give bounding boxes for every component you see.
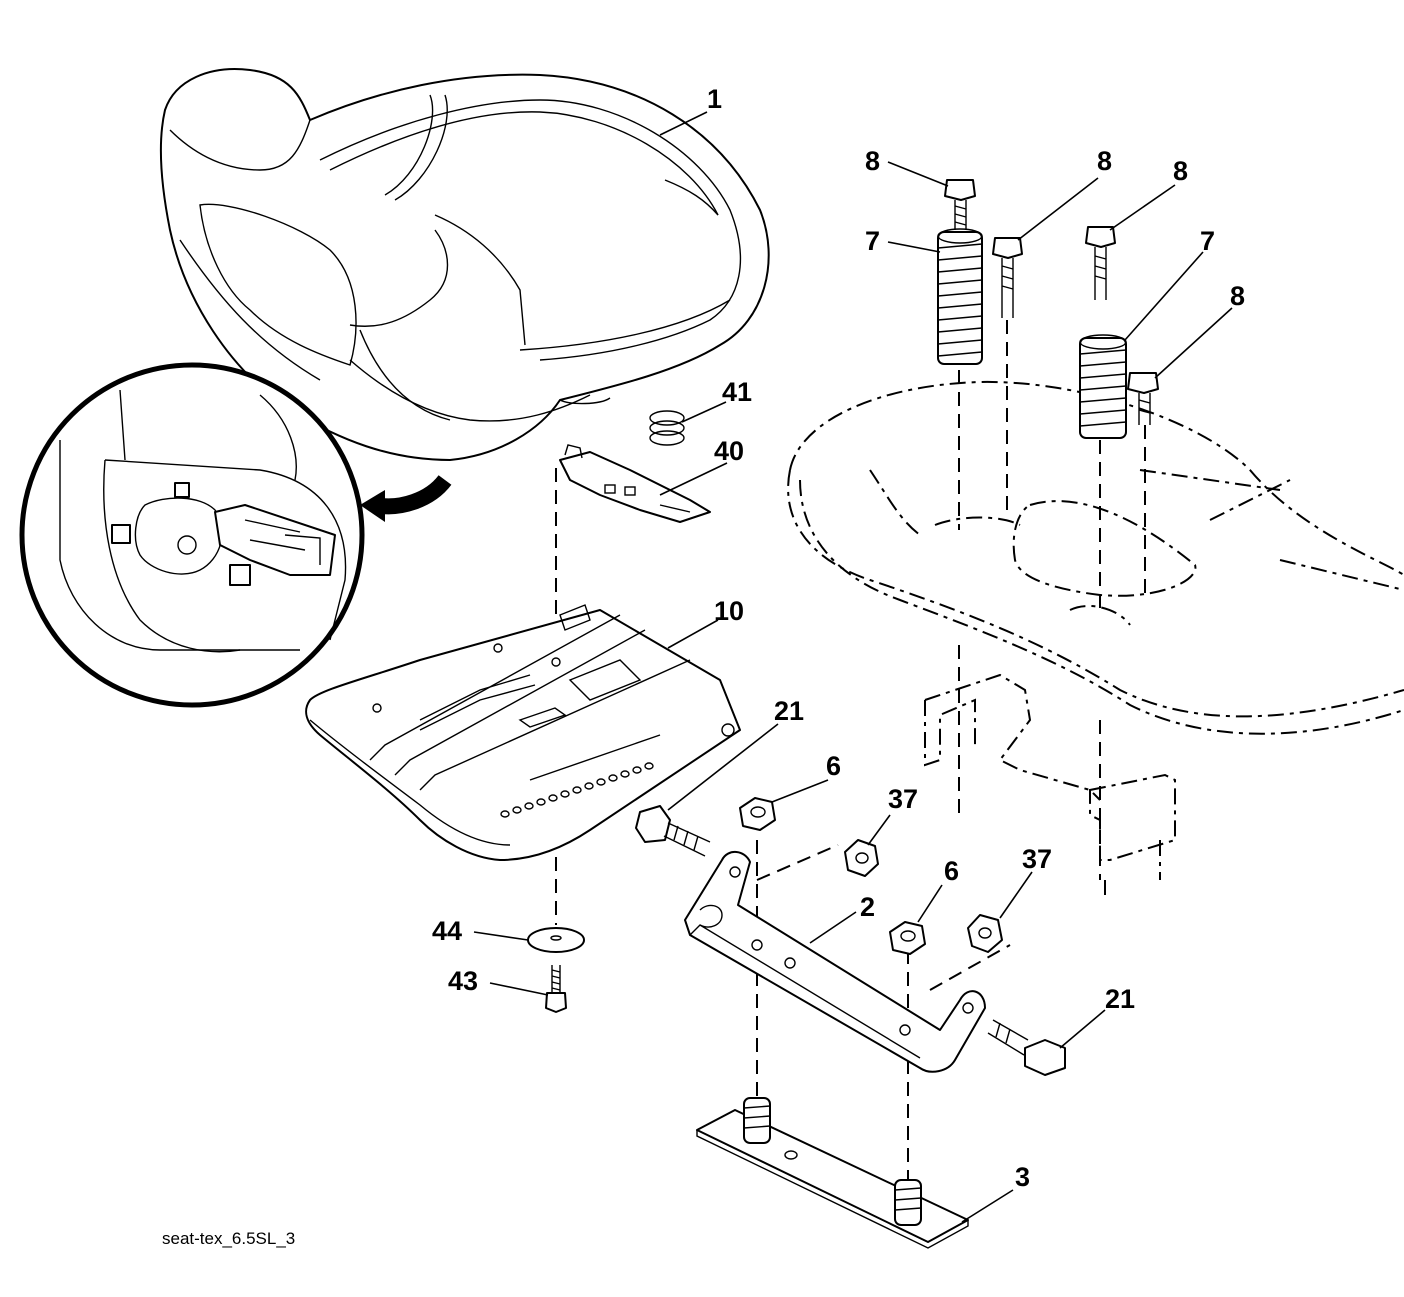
- callout-40: 40: [714, 436, 744, 466]
- callout-6: 6: [944, 856, 959, 886]
- callout-37: 37: [1022, 844, 1052, 874]
- seat-pan-slots: [500, 762, 654, 818]
- bracket-2: [684, 851, 986, 1073]
- frame-outline: [787, 380, 1404, 895]
- callout-44: 44: [432, 916, 462, 946]
- callout-21: 21: [774, 696, 804, 726]
- diagram-caption: seat-tex_6.5SL_3: [162, 1229, 295, 1248]
- callout-1: 1: [707, 84, 722, 114]
- nut-6-right: [889, 921, 926, 955]
- callout-21: 21: [1105, 984, 1135, 1014]
- washer-44: [527, 927, 585, 953]
- bolt-21-right: [987, 1019, 1066, 1076]
- nut-37-left: [844, 839, 879, 877]
- callout-10: 10: [714, 596, 744, 626]
- bolt-43: [545, 965, 567, 1013]
- bolt-8-a: [944, 179, 976, 230]
- spring-7-left: [937, 228, 983, 365]
- seat-part: [159, 68, 770, 461]
- callout-43: 43: [448, 966, 478, 996]
- spring-41: [649, 410, 685, 446]
- callout-7: 7: [1200, 226, 1215, 256]
- callout-3: 3: [1015, 1162, 1030, 1192]
- callout-37: 37: [888, 784, 918, 814]
- seat-pan-10: [305, 604, 741, 861]
- bolt-21-left: [635, 805, 711, 857]
- bracket-40: [559, 444, 711, 523]
- callout-8: 8: [1097, 146, 1112, 176]
- detail-inset: [19, 362, 452, 708]
- alignment-lines: [555, 320, 1146, 1180]
- leader-lines: [473, 111, 1233, 1223]
- callout-41: 41: [722, 377, 752, 407]
- callout-6: 6: [826, 751, 841, 781]
- bolt-8-d: [1127, 372, 1159, 425]
- bolt-8-b: [992, 237, 1023, 318]
- callout-8: 8: [1173, 156, 1188, 186]
- callout-8: 8: [865, 146, 880, 176]
- callouts: 1 8 8 8 8 7 7 41 40 10 21 6 37 6 37 2 44…: [432, 84, 1245, 1192]
- plate-3: [696, 1097, 969, 1249]
- nut-6-left: [739, 797, 776, 831]
- nut-37-right: [967, 914, 1003, 953]
- bolt-8-c: [1085, 226, 1116, 300]
- spring-7-right: [1079, 334, 1127, 439]
- callout-2: 2: [860, 892, 875, 922]
- callout-8: 8: [1230, 281, 1245, 311]
- callout-7: 7: [865, 226, 880, 256]
